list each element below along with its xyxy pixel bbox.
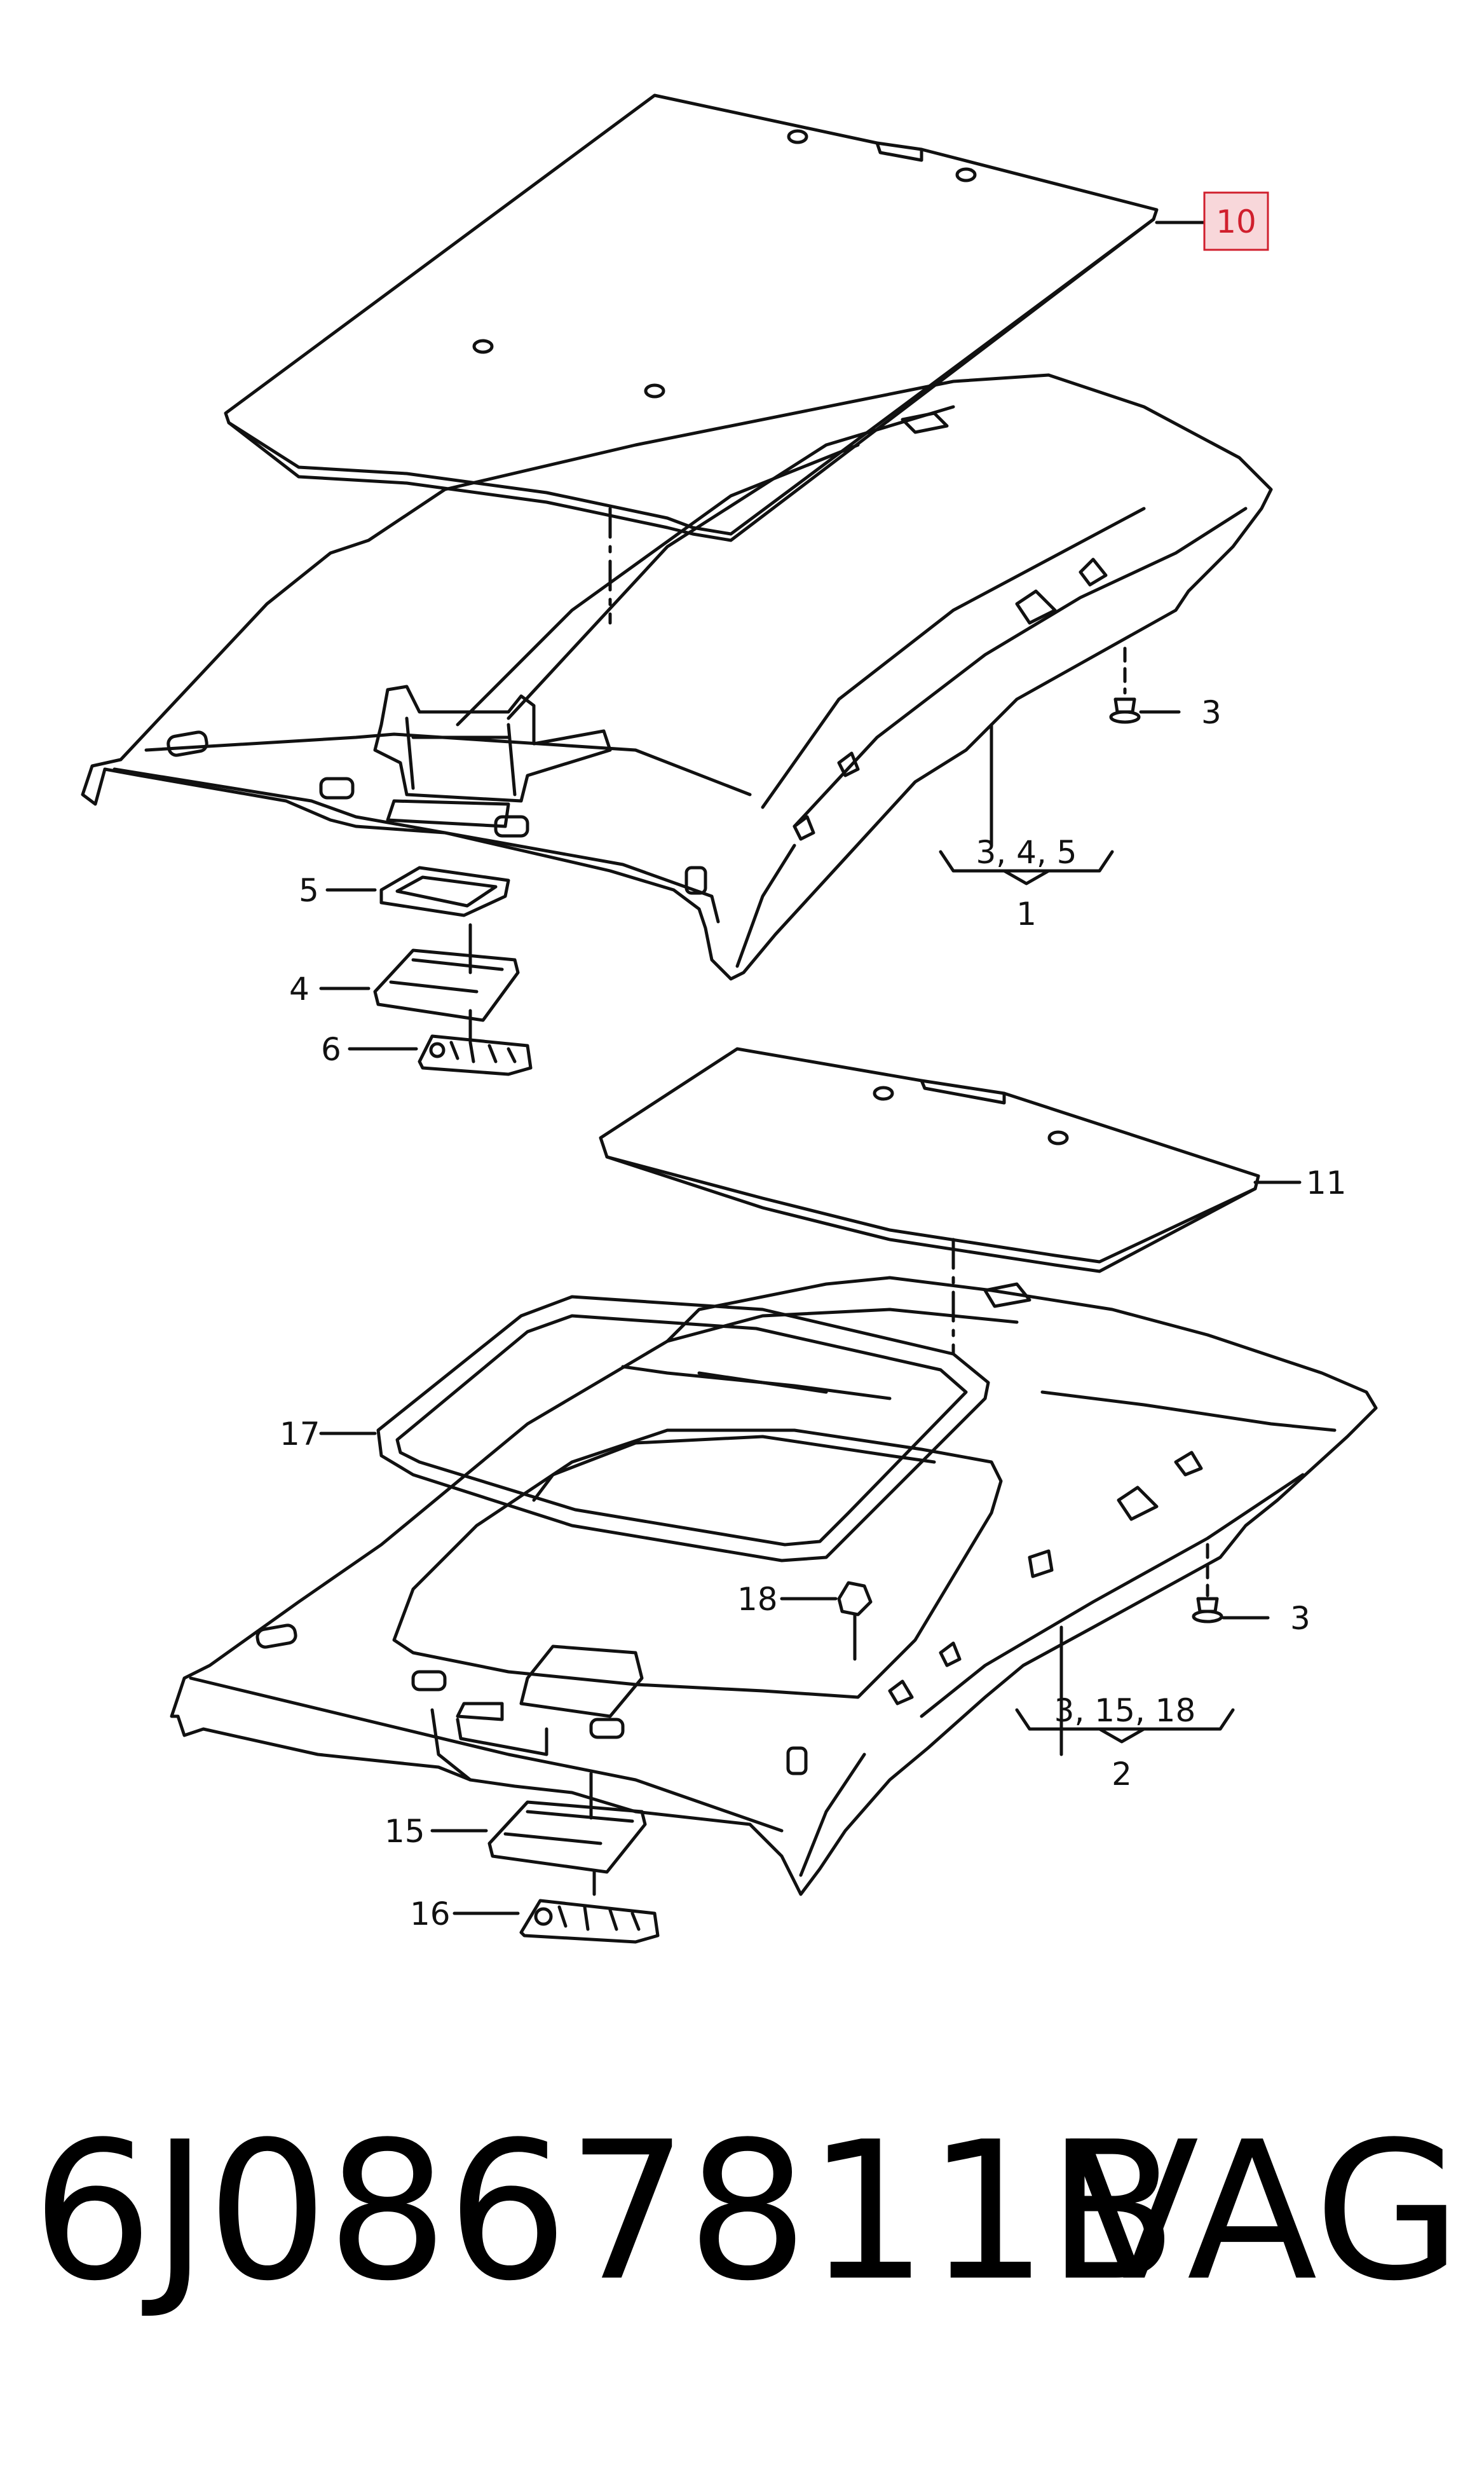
cover-part-4: [373, 948, 520, 1022]
callout-11: 11: [1306, 1165, 1347, 1201]
callout-6: 6: [321, 1031, 341, 1068]
cover-part-15: [487, 1800, 647, 1874]
headliner-upper: [81, 373, 1273, 981]
callout-10: 10: [1216, 203, 1256, 240]
frame-part-5: [379, 866, 510, 917]
clip-part-18: [837, 1581, 873, 1661]
callout-16: 16: [410, 1896, 451, 1932]
callout-3-15-18: 3, 15, 18: [1054, 1692, 1196, 1729]
screw-part-3: [1109, 646, 1141, 724]
callout-3-upper: 3: [1201, 694, 1222, 731]
callout-15: 15: [385, 1813, 425, 1850]
callout-2: 2: [1112, 1756, 1132, 1793]
callout-1: 1: [1016, 896, 1037, 933]
callout-4: 4: [289, 971, 310, 1008]
lamp-unit-part-16: [519, 1899, 660, 1944]
callout-18: 18: [737, 1581, 778, 1618]
callout-10-highlight: [1203, 191, 1269, 251]
callout-17: 17: [280, 1416, 320, 1452]
headliner-lower: [170, 1276, 1378, 1896]
screw-part-3-lower: [1192, 1543, 1223, 1623]
insulation-mat-11: [599, 1047, 1260, 1356]
seal-part-17: [376, 1295, 990, 1562]
callout-5: 5: [299, 872, 319, 909]
brand-name: VAG: [1068, 2101, 1462, 2323]
lamp-unit-part-6: [418, 1034, 533, 1076]
callout-3-4-5: 3, 4, 5: [976, 834, 1077, 871]
footer: 6J0867811B VAG: [0, 2117, 1484, 2307]
part-number: 6J0867811B: [32, 2101, 1178, 2323]
insulation-mat-10: [224, 93, 1159, 625]
callout-3-lower: 3: [1290, 1600, 1310, 1637]
